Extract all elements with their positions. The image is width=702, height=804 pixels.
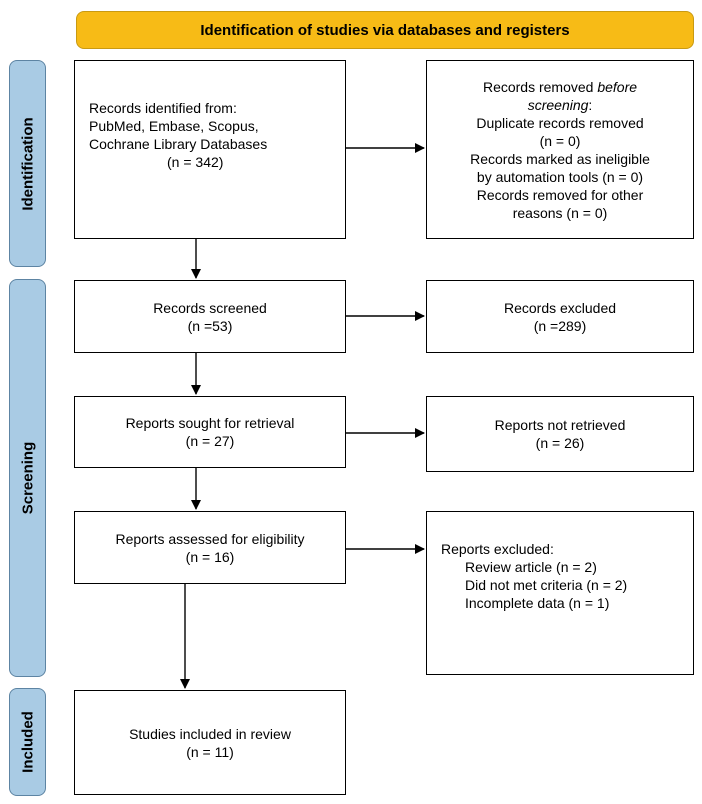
sought-count: (n = 27) [185, 433, 235, 449]
removed-heading-line-2: screening: [527, 96, 593, 113]
reports-assessed-box: Reports assessed for eligibility (n = 16… [74, 511, 346, 584]
records-excluded-box: Records excluded (n =289) [426, 280, 694, 353]
identified-line-1: Records identified from: [89, 100, 237, 116]
removed-line-3: Records marked as ineligible [470, 150, 650, 167]
removed-line-1: Duplicate records removed [476, 114, 644, 131]
excluded-label: Records excluded [503, 299, 617, 316]
removed-line-4: by automation tools (n = 0) [476, 168, 644, 185]
screened-count: (n =53) [187, 317, 233, 334]
records-screened-box: Records screened (n =53) [74, 280, 346, 353]
reports-excluded-item: Did not met criteria (n = 2) [465, 577, 628, 593]
removed-heading-line-1: Records removed before [482, 78, 638, 95]
removed-line-5: Records removed for other [476, 186, 644, 203]
assessed-count: (n = 16) [185, 548, 235, 565]
identified-count: (n = 342) [167, 154, 224, 170]
assessed-label: Reports assessed for eligibility [115, 530, 305, 547]
included-count: (n = 11) [186, 743, 234, 760]
records-identified-box: Records identified from: PubMed, Embase,… [74, 60, 346, 239]
stage-included: Included [9, 688, 46, 796]
reports-excluded-item: Incomplete data (n = 1) [465, 595, 610, 611]
reports-not-retrieved-box: Reports not retrieved (n = 26) [426, 396, 694, 472]
included-label: Studies included in review [129, 725, 291, 742]
not-retrieved-count: (n = 26) [535, 435, 585, 451]
reports-excluded-item: Review article (n = 2) [465, 559, 597, 575]
banner-title: Identification of studies via databases … [200, 21, 570, 39]
reports-excluded-title: Reports excluded: [441, 541, 554, 557]
stage-screening: Screening [9, 279, 46, 677]
reports-sought-box: Reports sought for retrieval (n = 27) [74, 396, 346, 468]
identified-line-3: Cochrane Library Databases [89, 136, 268, 152]
reports-excluded-box: Reports excluded: Review article (n = 2)… [426, 511, 694, 675]
sought-label: Reports sought for retrieval [125, 415, 295, 431]
screened-label: Records screened [153, 299, 267, 316]
records-removed-box: Records removed before screening: Duplic… [426, 60, 694, 239]
stage-identification: Identification [9, 60, 46, 267]
studies-included-box: Studies included in review (n = 11) [74, 690, 346, 795]
excluded-count: (n =289) [533, 317, 587, 334]
not-retrieved-label: Reports not retrieved [494, 417, 626, 433]
removed-line-2: (n = 0) [539, 132, 581, 149]
phase-banner: Identification of studies via databases … [76, 11, 694, 49]
removed-line-6: reasons (n = 0) [512, 204, 608, 221]
identified-line-2: PubMed, Embase, Scopus, [89, 118, 259, 134]
